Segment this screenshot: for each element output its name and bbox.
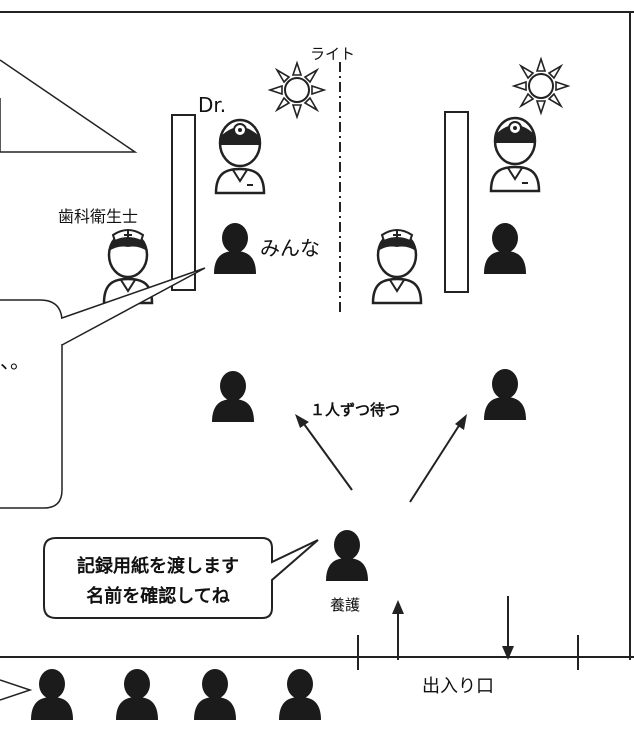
speech-bubble-line2: 名前を確認してね [86, 585, 229, 607]
entrance-label: 出入り口 [422, 676, 494, 697]
sun-icon [269, 62, 325, 118]
arrow-icon [502, 596, 514, 660]
callout-partial-text: 、。 [0, 349, 30, 373]
nurse-icon [371, 228, 423, 305]
person-icon [326, 530, 368, 581]
person-icon [212, 371, 254, 422]
middle-left-callout [0, 299, 63, 509]
arrow-icon [392, 600, 404, 660]
sun-icon [513, 58, 569, 114]
light-label: ライト [310, 45, 355, 63]
wait-one-by-one-label: １人ずつ待つ [310, 401, 400, 419]
school-nurse-label: 養護 [330, 596, 360, 614]
queue-callout-tail [0, 679, 33, 701]
speech-bubble [43, 537, 319, 619]
person-icon [116, 669, 158, 720]
person-icon [31, 669, 73, 720]
partition-left [171, 114, 196, 291]
everyone-label: みんな [260, 236, 320, 260]
hygienist-label: 歯科衛生士 [58, 207, 138, 226]
person-icon [484, 369, 526, 420]
doctor-icon [214, 118, 266, 195]
person-icon [214, 223, 256, 274]
middle-left-callout-tail [61, 267, 206, 346]
person-icon [484, 223, 526, 274]
doctor-label: Dr. [198, 93, 226, 117]
top-left-callout [0, 59, 138, 153]
arrow-icon [409, 414, 467, 503]
person-icon [194, 669, 236, 720]
doctor-icon [489, 116, 541, 193]
arrow-icon [295, 414, 353, 491]
speech-bubble-line1: 記録用紙を渡します [77, 555, 239, 577]
person-icon [279, 669, 321, 720]
partition-right [444, 111, 469, 293]
